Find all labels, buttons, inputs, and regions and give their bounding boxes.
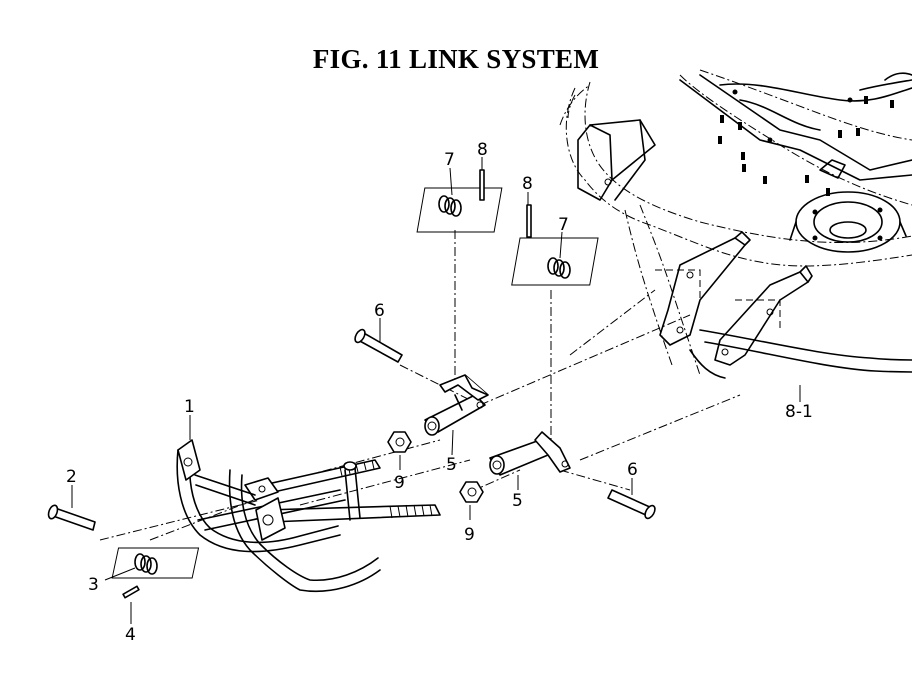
link-assembly: [176, 415, 441, 593]
callout-7-right: 7: [558, 215, 569, 235]
callout-4: 4: [125, 625, 136, 645]
callout-9-lower: 9: [464, 525, 475, 545]
callout-8-1: 8-1: [785, 402, 813, 422]
callout-7-left: 7: [444, 150, 455, 170]
callout-labels: 1 2 3 4 5 5 6 6 7 7 8 8 8-1 9 9: [66, 140, 813, 645]
nut-lower-icon: [459, 481, 484, 520]
detail-box-right: [511, 192, 599, 286]
clevis-pin-upper: [354, 318, 403, 363]
pin-icon: [479, 169, 485, 201]
yoke-lower: [489, 431, 571, 490]
callout-6-lower: 6: [627, 460, 638, 480]
deck-hanger-brackets: [655, 231, 912, 379]
clevis-pin-lower: [607, 478, 656, 520]
nut-upper-icon: [387, 431, 412, 470]
pin-icon: [526, 204, 532, 238]
mower-deck-frame: [559, 69, 912, 376]
callout-9-upper: 9: [394, 473, 405, 493]
callout-6-upper: 6: [374, 301, 385, 321]
spring-icon: [134, 553, 158, 575]
spring-icon: [547, 257, 571, 279]
yoke-upper: [424, 374, 489, 456]
assembly-centerlines: [99, 230, 741, 541]
callout-8-right: 8: [522, 174, 533, 194]
pin-2: [47, 485, 96, 531]
detail-box-left: [416, 157, 503, 233]
callout-1: 1: [184, 397, 195, 417]
detail-box-spring: [104, 547, 200, 581]
callout-2: 2: [66, 467, 77, 487]
callout-5-upper: 5: [446, 455, 457, 475]
pin-4: [122, 585, 140, 624]
callout-5-lower: 5: [512, 491, 523, 511]
spring-icon: [438, 195, 462, 217]
callout-3: 3: [88, 575, 99, 595]
callout-8-left: 8: [477, 140, 488, 160]
figure-title: FIG. 11 LINK SYSTEM: [312, 44, 600, 74]
